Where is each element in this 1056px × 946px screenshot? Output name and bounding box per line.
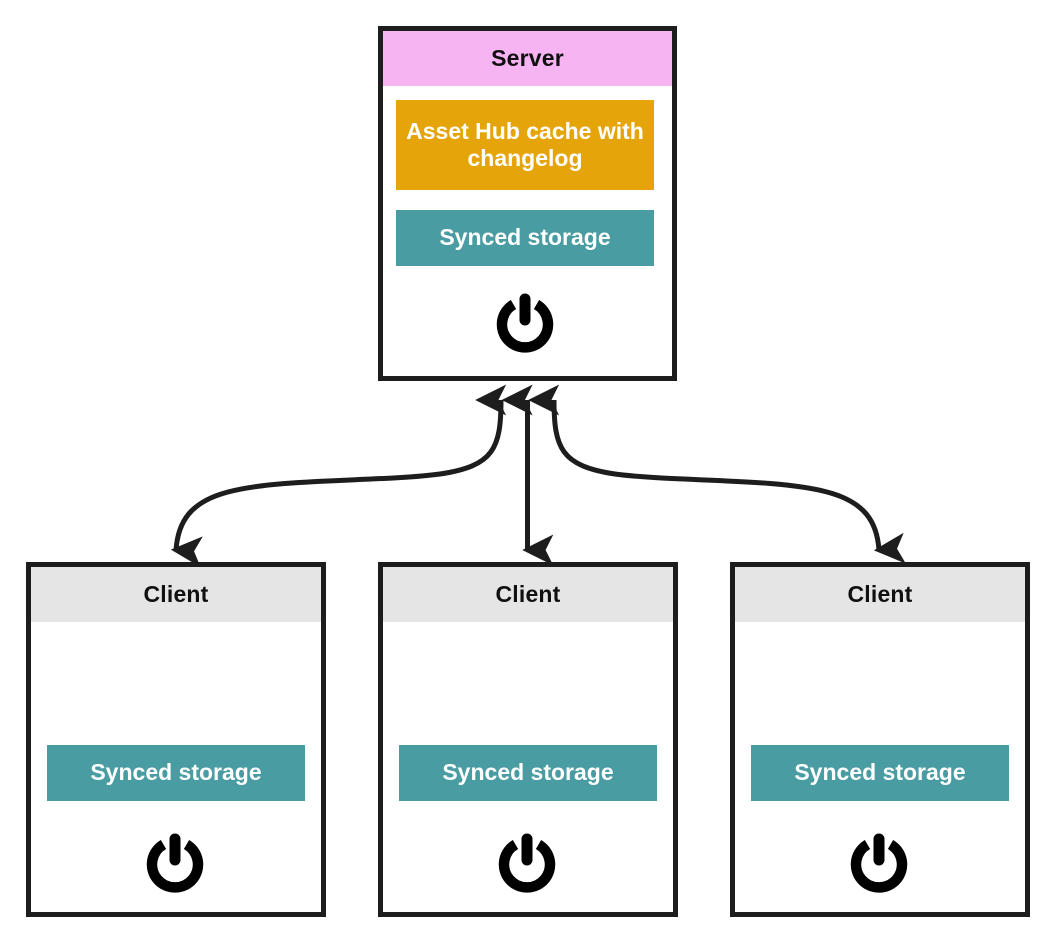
server-block-synced-storage-label: Synced storage — [439, 224, 611, 251]
client-node-2[interactable]: Client Synced storage — [378, 562, 678, 917]
server-header: Server — [383, 31, 672, 86]
power-icon[interactable] — [493, 293, 557, 357]
power-icon[interactable] — [495, 833, 559, 897]
client-node-3[interactable]: Client Synced storage — [730, 562, 1030, 917]
client-2-header-label: Client — [495, 581, 561, 607]
client-2-header: Client — [383, 567, 673, 622]
server-block-asset-hub-cache[interactable]: Asset Hub cache with changelog — [396, 100, 654, 190]
client-3-header-label: Client — [847, 581, 913, 607]
client-node-1[interactable]: Client Synced storage — [26, 562, 326, 917]
client-1-header: Client — [31, 567, 321, 622]
server-node[interactable]: Server Asset Hub cache with changelog Sy… — [378, 26, 677, 381]
server-block-asset-hub-cache-label: Asset Hub cache with changelog — [406, 117, 644, 171]
client-3-block-synced-storage[interactable]: Synced storage — [751, 745, 1009, 801]
client-2-block-synced-storage[interactable]: Synced storage — [399, 745, 657, 801]
connector-server-to-client-left — [170, 384, 507, 568]
client-3-header: Client — [735, 567, 1025, 622]
connector-server-to-client-right — [528, 384, 906, 564]
client-3-block-synced-storage-label: Synced storage — [794, 759, 966, 786]
client-1-block-synced-storage-label: Synced storage — [90, 759, 262, 786]
client-2-block-synced-storage-label: Synced storage — [442, 759, 614, 786]
client-1-block-synced-storage[interactable]: Synced storage — [47, 745, 305, 801]
client-1-header-label: Client — [143, 581, 209, 607]
power-icon[interactable] — [143, 833, 207, 897]
server-header-label: Server — [491, 45, 564, 71]
server-block-synced-storage[interactable]: Synced storage — [396, 210, 654, 266]
power-icon[interactable] — [847, 833, 911, 897]
